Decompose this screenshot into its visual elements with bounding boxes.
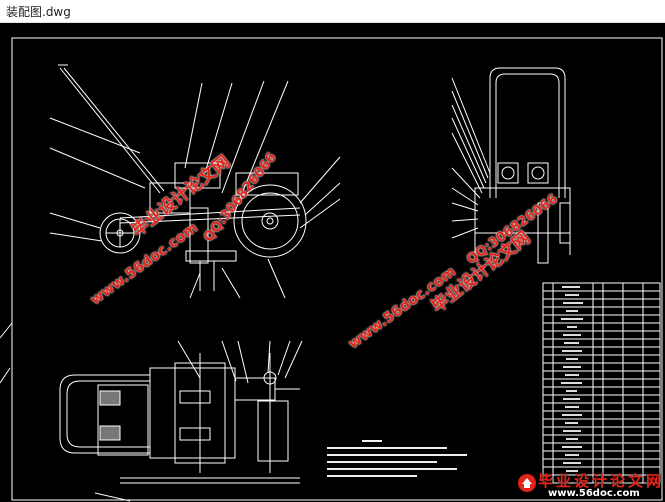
plan-view <box>59 340 303 484</box>
corner-logo-url: www.56doc.com <box>548 488 640 499</box>
parts-list-table <box>542 282 661 484</box>
corner-logo: 毕业设计论文网 www.56doc.com <box>514 468 664 502</box>
drawing-frame <box>11 37 663 501</box>
site-logo-icon <box>518 474 536 492</box>
corner-logo-cn: 毕业设计论文网 <box>538 472 665 490</box>
document-title: 装配图.dwg <box>6 5 71 19</box>
technical-notes <box>327 440 467 477</box>
title-bar: 装配图.dwg <box>0 0 665 23</box>
assembly-drawing <box>0 37 663 502</box>
parts-list-text <box>561 286 583 472</box>
drawing-canvas[interactable] <box>0 23 665 502</box>
front-view <box>451 67 571 264</box>
side-view <box>49 64 341 299</box>
